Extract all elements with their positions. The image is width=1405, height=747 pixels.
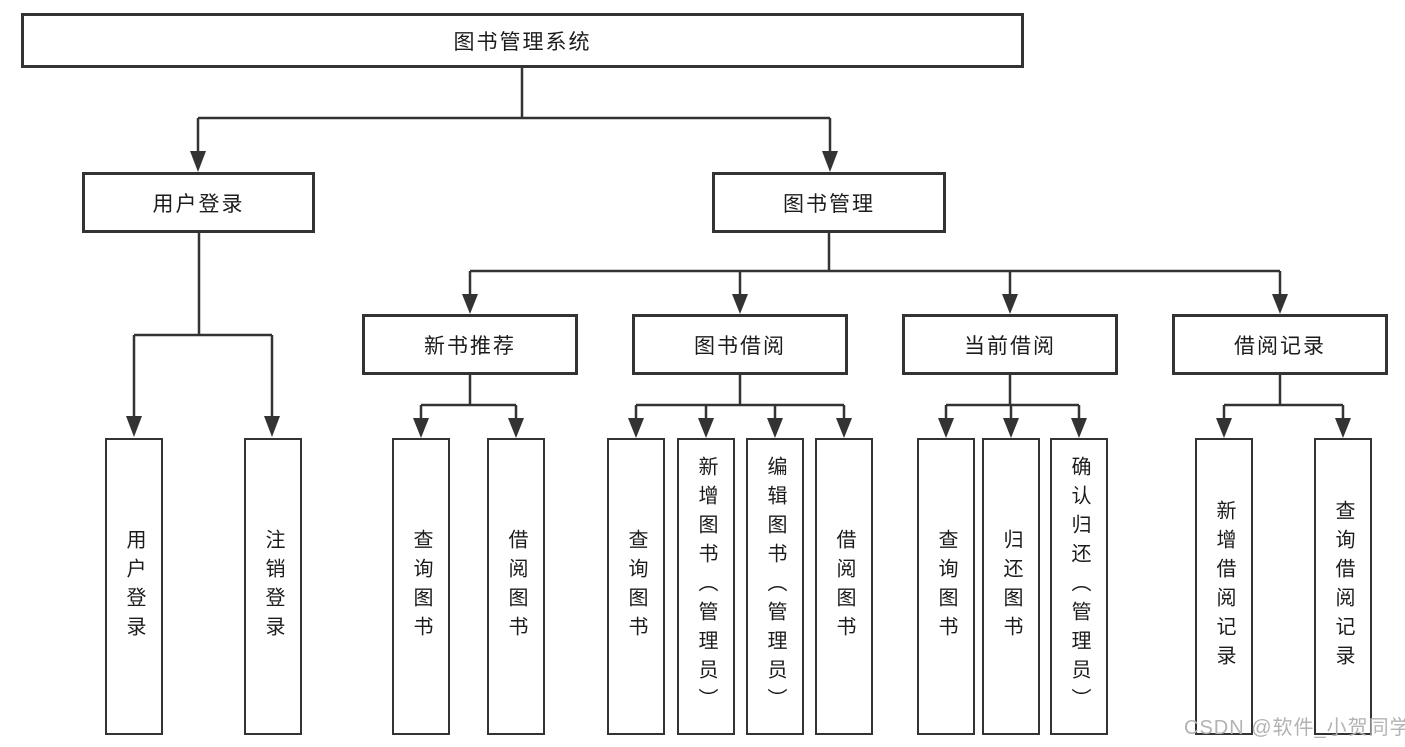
node-label: 确认归还（管理员）: [1068, 456, 1090, 717]
node-label: 查询借阅记录: [1332, 499, 1354, 674]
node-label: 借阅图书: [833, 528, 855, 645]
node-label: 新增借阅记录: [1213, 499, 1235, 674]
node-label: 编辑图书（管理员）: [764, 456, 786, 717]
node-label: 用户登录: [152, 192, 245, 216]
leaf-return-books: 归还图书: [982, 438, 1040, 735]
leaf-query-books-recommend: 查询图书: [392, 438, 450, 735]
node-user-login: 用户登录: [82, 172, 315, 233]
node-label: 图书管理系统: [453, 30, 592, 54]
node-new-book-recommend: 新书推荐: [362, 314, 578, 375]
leaf-add-books-admin: 新增图书（管理员）: [677, 438, 735, 735]
node-label: 查询图书: [410, 528, 432, 645]
node-label: 查询图书: [625, 528, 647, 645]
leaf-edit-books-admin: 编辑图书（管理员）: [746, 438, 804, 735]
leaf-confirm-return-admin: 确认归还（管理员）: [1050, 438, 1108, 735]
leaf-user-login: 用户登录: [105, 438, 163, 735]
node-label: 借阅图书: [505, 528, 527, 645]
leaf-add-borrow-record: 新增借阅记录: [1195, 438, 1253, 735]
leaf-query-books-borrow: 查询图书: [607, 438, 665, 735]
node-label: 归还图书: [1000, 528, 1022, 645]
node-label: 图书借阅: [694, 334, 786, 358]
leaf-borrow-books: 借阅图书: [815, 438, 873, 735]
leaf-logout: 注销登录: [244, 438, 302, 735]
node-current-borrow: 当前借阅: [902, 314, 1118, 375]
node-label: 当前借阅: [964, 334, 1056, 358]
csdn-watermark: CSDN @软件_小贺同学: [1184, 717, 1405, 739]
node-label: 图书管理: [783, 192, 875, 216]
node-label: 新书推荐: [424, 334, 516, 358]
node-book-management: 图书管理: [712, 172, 946, 233]
node-label: 用户登录: [123, 528, 145, 645]
node-root-library-system: 图书管理系统: [21, 13, 1024, 68]
leaf-query-borrow-record: 查询借阅记录: [1314, 438, 1372, 735]
node-book-borrow: 图书借阅: [632, 314, 848, 375]
node-label: 查询图书: [935, 528, 957, 645]
node-borrow-records: 借阅记录: [1172, 314, 1388, 375]
leaf-query-books-current: 查询图书: [917, 438, 975, 735]
leaf-borrow-books-recommend: 借阅图书: [487, 438, 545, 735]
node-label: 新增图书（管理员）: [695, 456, 717, 717]
node-label: 借阅记录: [1234, 334, 1326, 358]
node-label: 注销登录: [262, 528, 284, 645]
